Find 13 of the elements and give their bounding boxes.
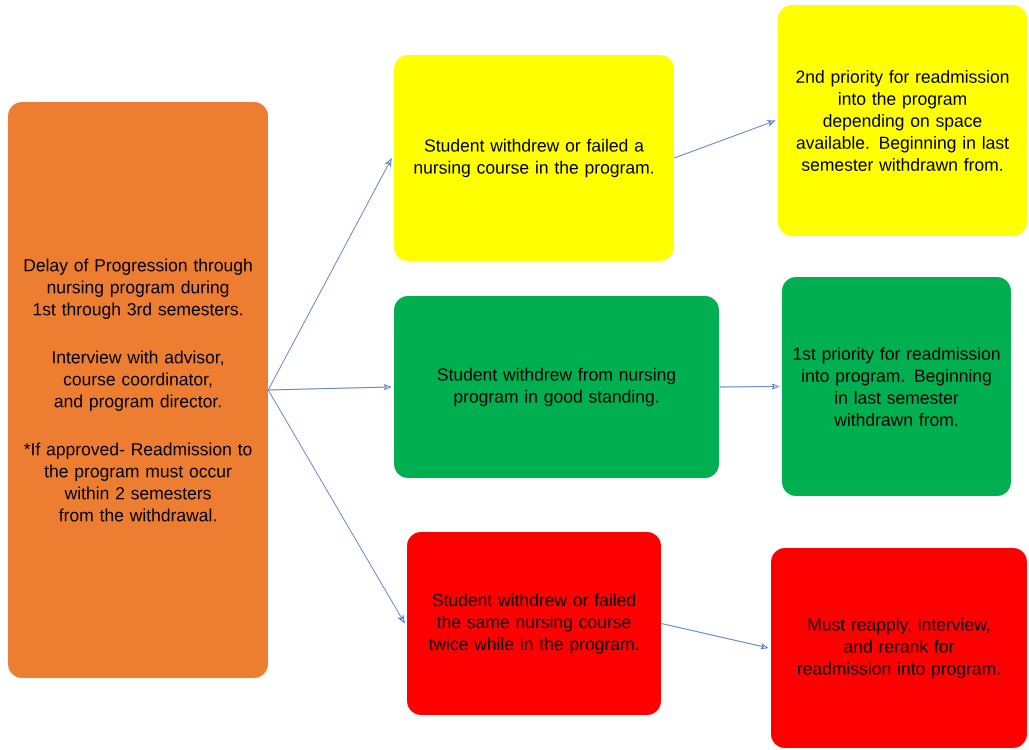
result-box: 1st priority for readmission into program. Beginning in last semester withdrawn from. xyxy=(782,277,1011,496)
arrow xyxy=(660,623,769,650)
arrow xyxy=(267,158,392,391)
outcome-box: Student withdrew or failed the same nursing course twice while in the program. xyxy=(407,532,661,715)
arrow xyxy=(673,120,776,159)
outcome-box: Student withdrew or failed a nursing course in the program. xyxy=(394,55,674,261)
arrow xyxy=(267,389,405,623)
result-box: Must reapply, interview, and rerank for readmission into program. xyxy=(771,548,1027,748)
arrow xyxy=(718,383,779,390)
process-box: Delay of Progression through nursing program during 1st through 3rd semesters. Interview with advisor, course coordinator, and program director. *If approved- Readmission to the program must occur within 2 semesters from the withdrawal. xyxy=(8,102,268,678)
result-box: 2nd priority for readmission into the program depending on space available. Beginning in last semester withdrawn from. xyxy=(778,5,1027,236)
arrow xyxy=(267,384,391,391)
outcome-box: Student withdrew from nursing program in good standing. xyxy=(394,296,719,478)
